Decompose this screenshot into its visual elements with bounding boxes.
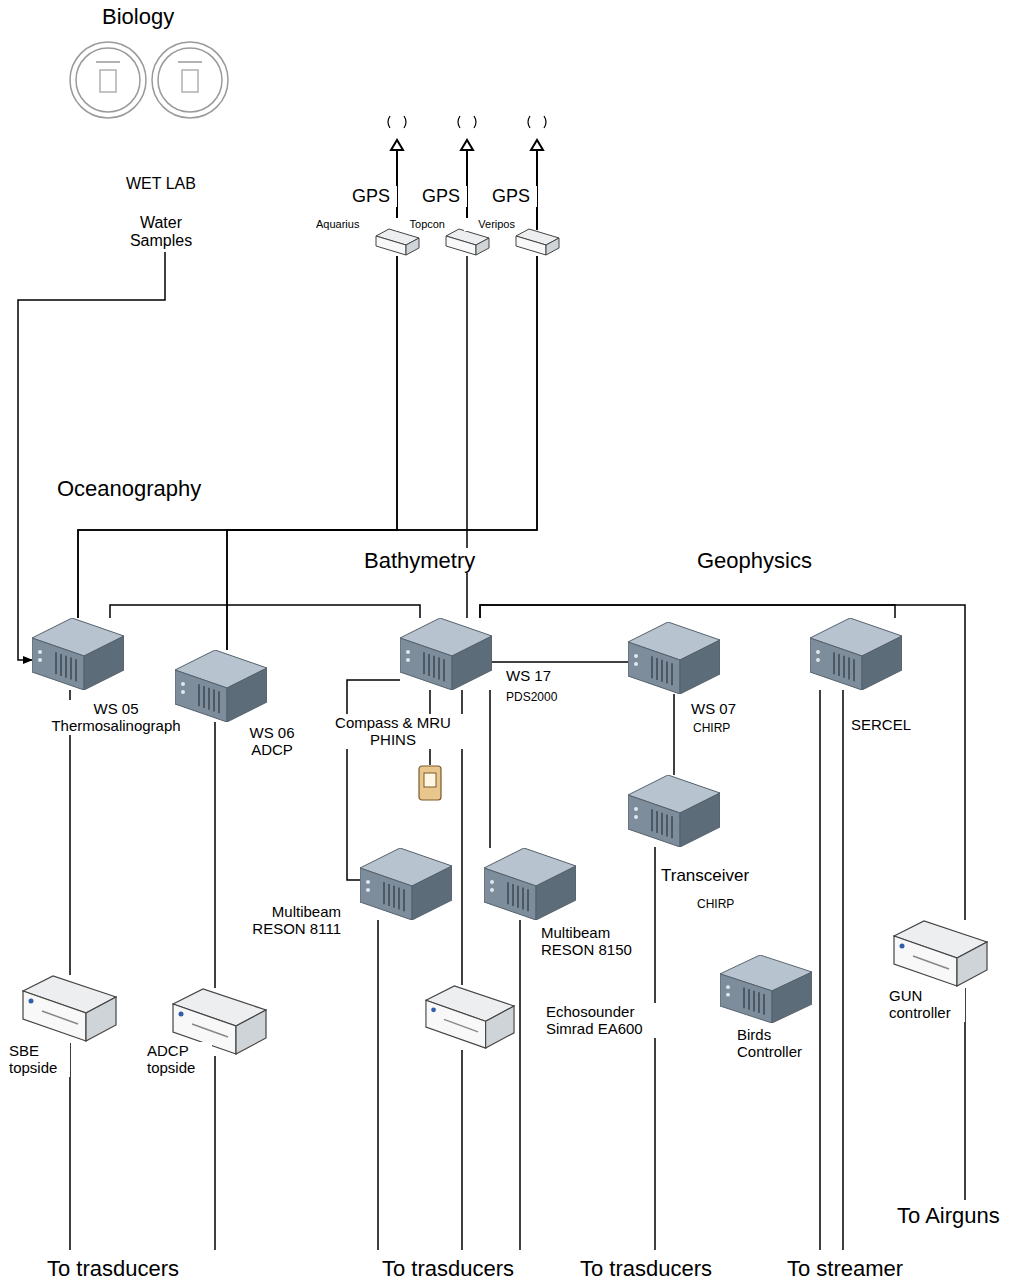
device-node: Echosounder Simrad EA600 [425, 985, 515, 1050]
gps-antenna [388, 116, 546, 230]
device-label: CHIRP [696, 898, 758, 912]
device-label: WS 06 ADCP [240, 724, 304, 759]
server-icon [175, 650, 267, 722]
device-node: WS 05 Thermosalinograph [32, 618, 124, 690]
device-label: Aquarius [315, 218, 375, 231]
device-label: Transceiver [660, 866, 782, 886]
device-node: Multibeam RESON 8150 [484, 848, 576, 920]
device-node: ADCP topside [172, 988, 267, 1056]
server-icon [360, 848, 452, 920]
sink-symbol [70, 42, 228, 118]
device-node: Compass & MRU PHINS [418, 765, 442, 801]
device-label: Echosounder Simrad EA600 [545, 1003, 667, 1038]
destination-label: To Airguns [895, 1203, 1002, 1228]
cable-connector [347, 680, 400, 880]
device-icon [425, 985, 515, 1050]
server-icon [628, 622, 720, 694]
device-label: WET LAB [105, 175, 217, 193]
destination-label: To trasducers [380, 1256, 516, 1281]
device-node: GPSVeripos [515, 228, 560, 256]
device-label: WS 07 [690, 700, 752, 717]
device-node: WS 06 ADCP [175, 650, 267, 722]
device-label: Water Samples [122, 214, 200, 251]
device-label: GPS [415, 186, 467, 207]
section-heading: Bathymetry [362, 548, 477, 573]
device-label: WS 05 Thermosalinograph [40, 700, 192, 735]
destination-label: To trasducers [578, 1256, 714, 1281]
device-label: GUN controller [888, 987, 965, 1022]
section-heading: Biology [100, 4, 176, 29]
cable-connector [110, 605, 420, 618]
device-label: Veripos [464, 218, 516, 231]
server-icon [484, 848, 576, 920]
phins-icon [418, 765, 442, 801]
device-label: Multibeam RESON 8150 [540, 924, 642, 959]
device-label: Birds Controller [736, 1026, 808, 1061]
cable-connector [480, 605, 965, 920]
cable-connector [227, 256, 537, 650]
device-label: Multibeam RESON 8111 [240, 903, 342, 938]
section-heading: Oceanography [55, 476, 203, 501]
device-icon [893, 920, 988, 988]
device-node: GUN controller [893, 920, 988, 988]
device-node: Multibeam RESON 8111 [360, 848, 452, 920]
cable-connector [18, 252, 165, 660]
device-icon [22, 975, 117, 1043]
gps-receiver-icon [445, 228, 490, 256]
cable-connector [227, 256, 397, 650]
device-label: PDS2000 [505, 691, 577, 705]
device-node: SERCEL [810, 618, 902, 690]
device-node: Birds Controller [720, 955, 812, 1023]
device-node: WET LAB Water Samples [105, 172, 215, 252]
cable-connector [214, 722, 216, 988]
cable-connector [78, 256, 397, 618]
cable-connector [492, 661, 628, 663]
device-label: CHIRP [692, 722, 754, 736]
device-node: TransceiverCHIRP [628, 775, 720, 847]
cable-connector [480, 605, 895, 618]
device-node: SBE topside [22, 975, 117, 1043]
section-heading: Geophysics [695, 548, 814, 573]
cable-line [70, 690, 965, 1250]
device-label: Topcon [396, 218, 446, 231]
server-icon [32, 618, 124, 690]
device-label: SBE topside [8, 1042, 70, 1077]
destination-label: To trasducers [45, 1256, 181, 1281]
device-label: GPS [485, 186, 537, 207]
cable-connector [78, 256, 537, 618]
device-label: SERCEL [850, 716, 932, 733]
server-icon [810, 618, 902, 690]
device-label: GPS [345, 186, 397, 207]
device-label: WS 17 [505, 667, 567, 684]
gps-receiver-icon [375, 228, 420, 256]
device-label: ADCP topside [146, 1042, 212, 1077]
gps-receiver-icon [515, 228, 560, 256]
destination-label: To streamer [785, 1256, 905, 1281]
device-node: GPSTopcon [445, 228, 490, 256]
device-node: WS 17PDS2000 [400, 618, 492, 690]
server-icon [720, 955, 812, 1023]
server-icon [628, 775, 720, 847]
server-icon [400, 618, 492, 690]
device-label: Compass & MRU PHINS [322, 714, 464, 749]
cable-connector [673, 694, 675, 775]
cable-connector [489, 690, 491, 848]
device-node: GPSAquarius [375, 228, 420, 256]
device-node: WS 07CHIRP [628, 622, 720, 694]
